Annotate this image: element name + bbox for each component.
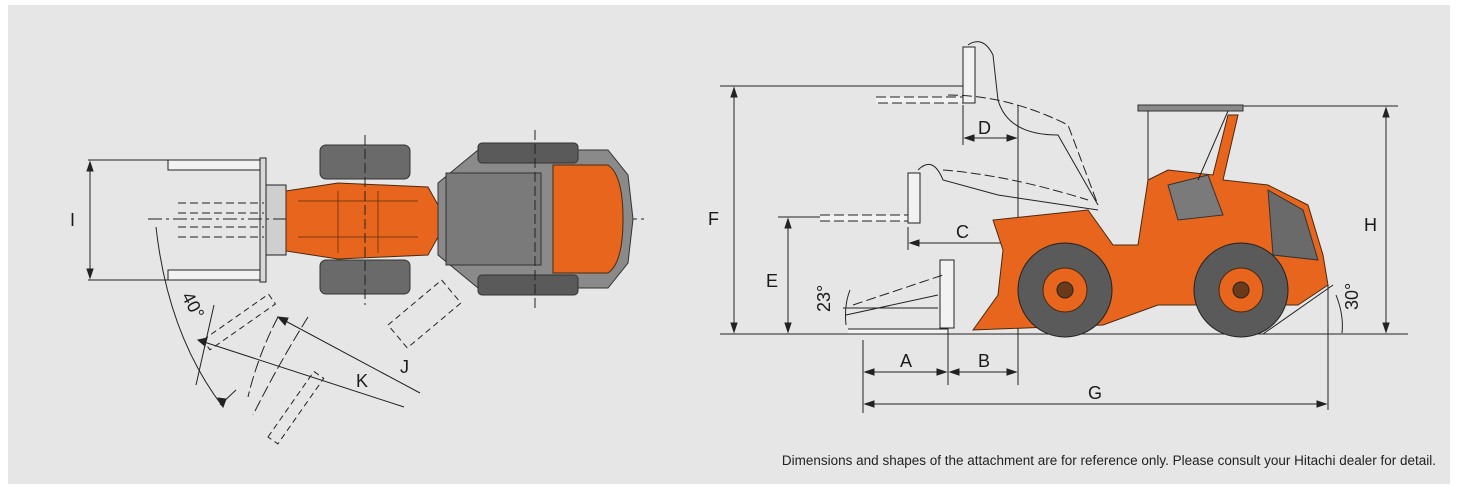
dim-label-a: A [900,351,912,371]
dim-label-e: E [766,271,778,291]
reference-note: Dimensions and shapes of the attachment … [781,453,1436,468]
dim-label-j: J [400,357,409,377]
dim-label-d: D [978,118,991,138]
angle-label-23: 23° [814,285,834,312]
dimension-drawing: I 40° K J F D C E 23° A B G H 30° [70,41,1408,445]
angle-label-30: 30° [1342,283,1362,310]
dim-label-i: I [70,210,75,230]
dim-label-f: F [708,209,719,229]
dim-label-c: C [956,222,969,242]
dim-label-h: H [1364,215,1377,235]
dim-label-k: K [356,371,368,391]
spec-drawing-panel: I 40° K J F D C E 23° A B G H 30° Dimens… [8,5,1450,484]
top-view [86,130,648,445]
side-view [720,41,1408,413]
dim-label-g: G [1088,383,1102,403]
angle-label-40: 40° [178,289,208,322]
dim-label-b: B [978,351,990,371]
